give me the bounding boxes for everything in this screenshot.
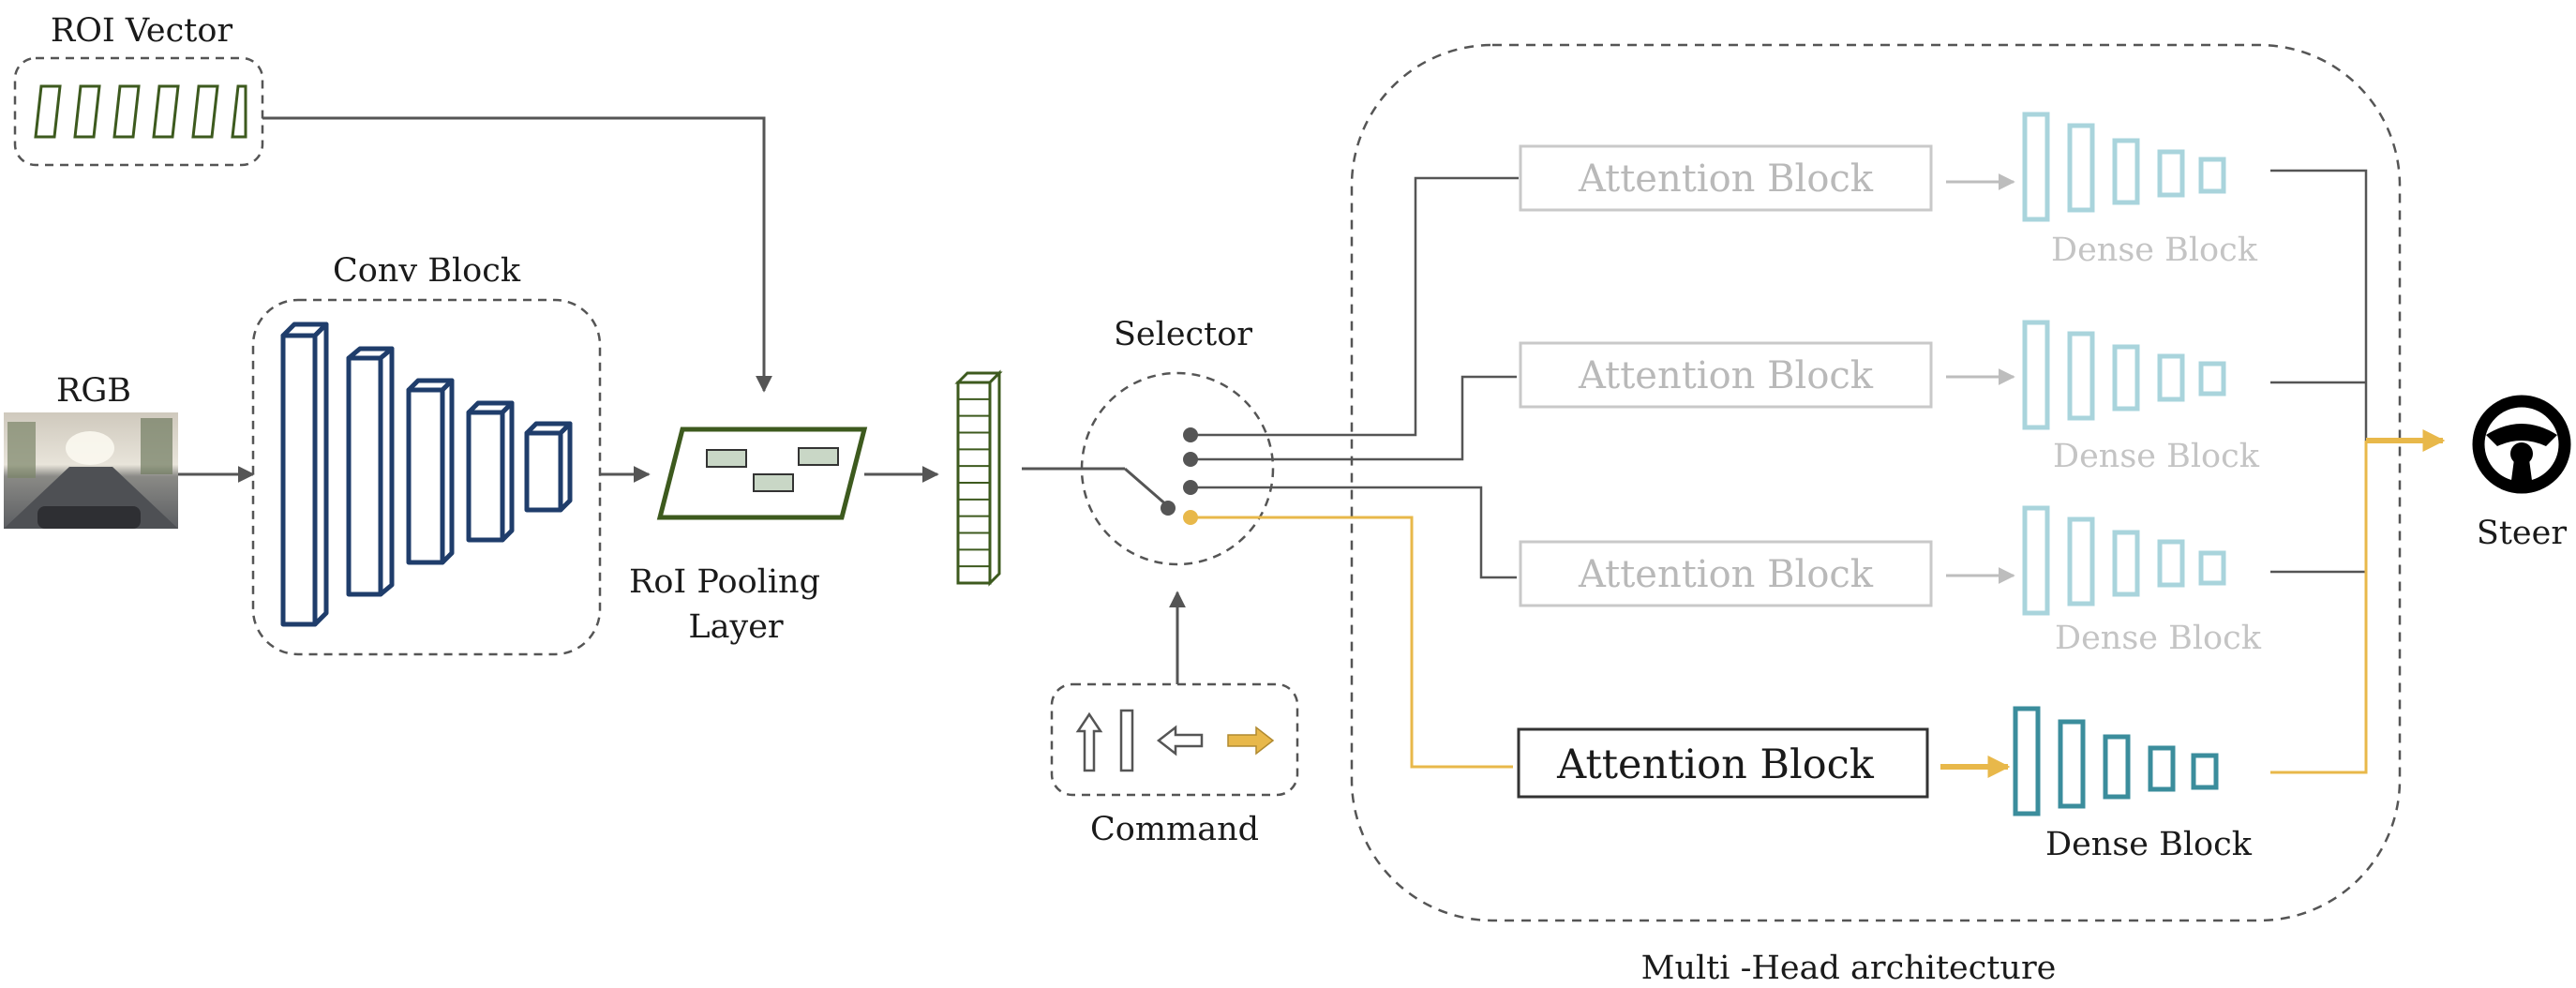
multi-head-box bbox=[1350, 43, 2402, 922]
roi-vector-cells bbox=[34, 84, 247, 139]
dense-block-3-label: Dense Block bbox=[2055, 620, 2262, 657]
dense-block-2 bbox=[2022, 320, 2226, 430]
dense-block-3 bbox=[2022, 505, 2226, 616]
selector-input-dot bbox=[1161, 501, 1176, 516]
conv-layer-5 bbox=[524, 421, 573, 513]
roi-vector-box bbox=[13, 56, 264, 167]
conv-layers bbox=[280, 322, 573, 627]
route-head-3 bbox=[1191, 486, 1517, 579]
conv-block: Conv Block bbox=[251, 252, 602, 656]
dense-block-2-label: Dense Block bbox=[2053, 438, 2260, 475]
attention-block-3 bbox=[1519, 540, 1933, 607]
straight-arrow-icon bbox=[1075, 711, 1103, 772]
roi-vector-group: ROI Vector bbox=[13, 12, 264, 167]
roi-pooling-label-line1: RoI Pooling bbox=[629, 563, 820, 601]
selector: Selector bbox=[1080, 316, 1275, 566]
selector-label: Selector bbox=[1114, 316, 1252, 353]
steer-output: Steer bbox=[2472, 395, 2571, 552]
route-head-4-active bbox=[1191, 516, 1513, 769]
conv-layer-3 bbox=[406, 378, 455, 565]
route-head-2 bbox=[1191, 375, 1517, 461]
steering-wheel-icon bbox=[2472, 395, 2571, 494]
conv-layer-1 bbox=[280, 322, 329, 627]
attention-block-1 bbox=[1519, 144, 1933, 212]
head-4-active: Attention Block Dense Block bbox=[1517, 706, 2253, 863]
attention-block-2 bbox=[1519, 341, 1933, 409]
roi-pooling-layer: RoI Pooling Layer bbox=[629, 427, 868, 646]
attention-block-3-label: Attention Block bbox=[1578, 553, 1874, 596]
route-head-1 bbox=[1191, 176, 1519, 437]
dense-block-1 bbox=[2022, 112, 2226, 222]
steer-label: Steer bbox=[2477, 515, 2567, 552]
selector-switch bbox=[1124, 467, 1169, 508]
attention-block-4 bbox=[1517, 727, 1929, 799]
command-label: Command bbox=[1090, 811, 1259, 848]
merge-line-1 bbox=[2270, 169, 2368, 572]
attention-block-1-label: Attention Block bbox=[1578, 157, 1874, 201]
head-2: Attention Block Dense Block bbox=[1519, 320, 2260, 475]
rgb-input: RGB bbox=[4, 372, 178, 529]
conv-block-box bbox=[251, 298, 602, 656]
dense-block-1-label: Dense Block bbox=[2051, 232, 2258, 269]
left-arrow-icon bbox=[1156, 725, 1204, 756]
attention-block-4-label: Attention Block bbox=[1556, 741, 1875, 788]
roi-vector-label: ROI Vector bbox=[51, 12, 233, 50]
conv-block-label: Conv Block bbox=[333, 252, 521, 290]
conv-layer-2 bbox=[346, 346, 395, 597]
merge-line-4-active bbox=[2270, 441, 2368, 774]
rgb-label: RGB bbox=[56, 372, 131, 410]
right-arrow-icon bbox=[1227, 726, 1275, 756]
head-3: Attention Block Dense Block bbox=[1519, 505, 2262, 657]
head-1: Attention Block Dense Block bbox=[1519, 112, 2258, 269]
command-block: Command bbox=[1050, 682, 1299, 848]
roi-pooling-label-line2: Layer bbox=[688, 608, 784, 646]
dense-block-4-label: Dense Block bbox=[2045, 826, 2253, 863]
feature-vector bbox=[954, 369, 1003, 587]
dense-block-4 bbox=[2013, 706, 2219, 816]
roi-vector-to-pooling-arrow bbox=[262, 116, 772, 393]
command-box bbox=[1050, 682, 1299, 797]
multi-head-label: Multi -Head architecture bbox=[1641, 950, 2057, 987]
conv-layer-4 bbox=[466, 400, 515, 543]
selector-circle bbox=[1080, 371, 1275, 566]
lane-follow-icon bbox=[1119, 709, 1134, 772]
attention-block-2-label: Attention Block bbox=[1578, 354, 1874, 397]
